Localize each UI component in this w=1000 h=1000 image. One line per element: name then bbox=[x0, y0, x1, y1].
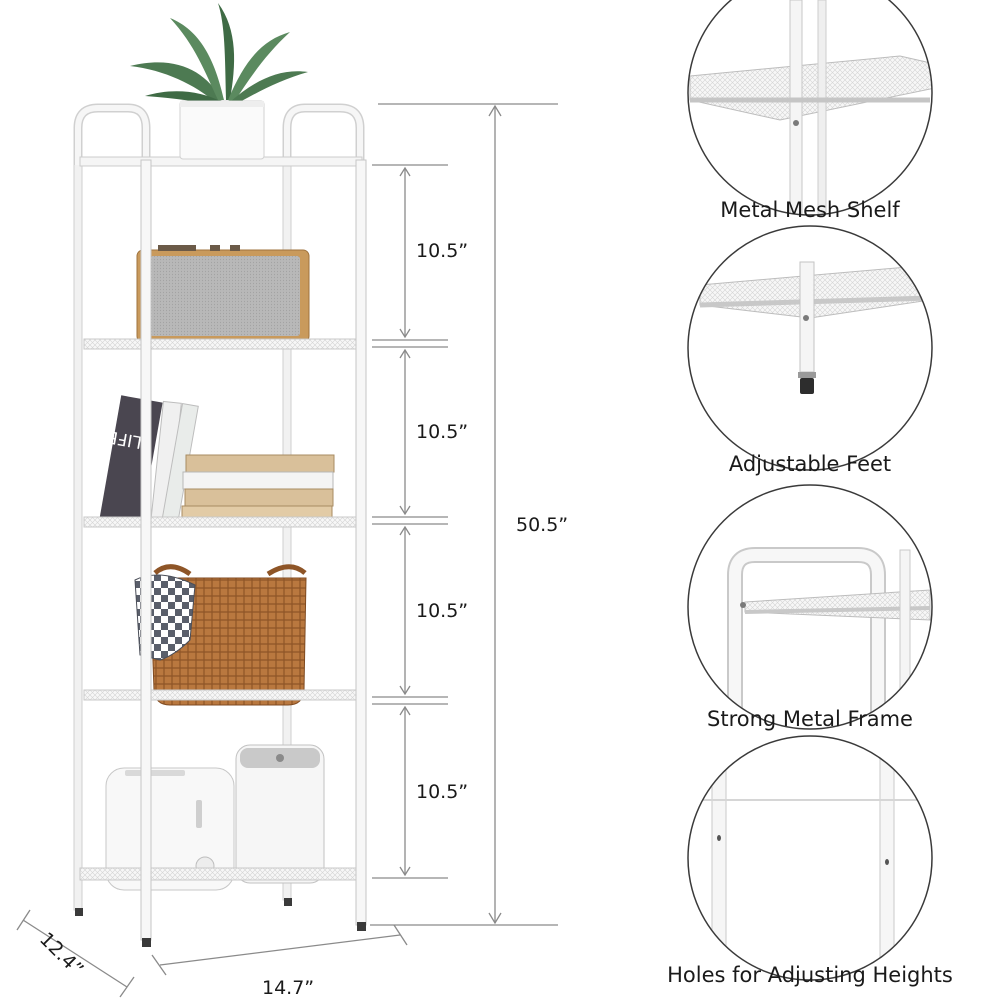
woven-basket bbox=[134, 564, 307, 706]
frame-handle-closeup-icon bbox=[687, 484, 933, 730]
shelf-3 bbox=[83, 516, 363, 528]
potted-plant bbox=[130, 3, 308, 160]
back-left-post bbox=[73, 129, 83, 911]
dimension-lines bbox=[16, 103, 558, 998]
front-left-post bbox=[140, 159, 152, 941]
speaker bbox=[136, 245, 310, 343]
dimension-shelf-gap-2: 10.5” bbox=[416, 421, 468, 443]
shelf-unit: LIFE bbox=[73, 3, 367, 947]
shelf-2 bbox=[83, 338, 363, 350]
dimension-depth: 12.4” bbox=[35, 928, 87, 980]
feature-label-adjustment-holes: Holes for Adjusting Heights bbox=[667, 963, 953, 987]
humidifier bbox=[235, 744, 325, 884]
adjustment-holes-closeup-icon bbox=[687, 735, 933, 981]
dimension-shelf-gap-3: 10.5” bbox=[416, 600, 468, 622]
back-left-handle bbox=[73, 103, 151, 165]
dimension-width: 14.7” bbox=[262, 977, 314, 999]
dimension-total-height: 50.5” bbox=[516, 514, 568, 536]
feature-label-adjustable-feet: Adjustable Feet bbox=[729, 452, 891, 476]
back-right-handle bbox=[282, 103, 365, 165]
feature-adjustment-holes: Holes for Adjusting Heights bbox=[667, 735, 953, 987]
books: LIFE bbox=[99, 395, 335, 527]
feature-metal-frame: Strong Metal Frame bbox=[687, 484, 933, 731]
dimension-shelf-gap-1: 10.5” bbox=[416, 240, 468, 262]
toaster bbox=[105, 767, 235, 891]
feature-label-mesh-shelf: Metal Mesh Shelf bbox=[720, 198, 900, 222]
feature-adjustable-feet: Adjustable Feet bbox=[687, 225, 933, 476]
foot-front-right bbox=[357, 922, 366, 931]
foot-back-left bbox=[75, 908, 83, 916]
adjustable-foot-closeup-icon bbox=[687, 225, 933, 471]
shelf-5 bbox=[79, 867, 363, 881]
feature-label-metal-frame: Strong Metal Frame bbox=[707, 707, 913, 731]
dimension-shelf-gap-4: 10.5” bbox=[416, 781, 468, 803]
foot-back-right bbox=[284, 898, 292, 906]
mesh-shelf-closeup-icon bbox=[687, 0, 933, 216]
front-right-post bbox=[355, 159, 367, 926]
foot-front-left bbox=[142, 938, 151, 947]
feature-mesh-shelf: Metal Mesh Shelf bbox=[687, 0, 933, 222]
shelf-4 bbox=[83, 689, 363, 701]
